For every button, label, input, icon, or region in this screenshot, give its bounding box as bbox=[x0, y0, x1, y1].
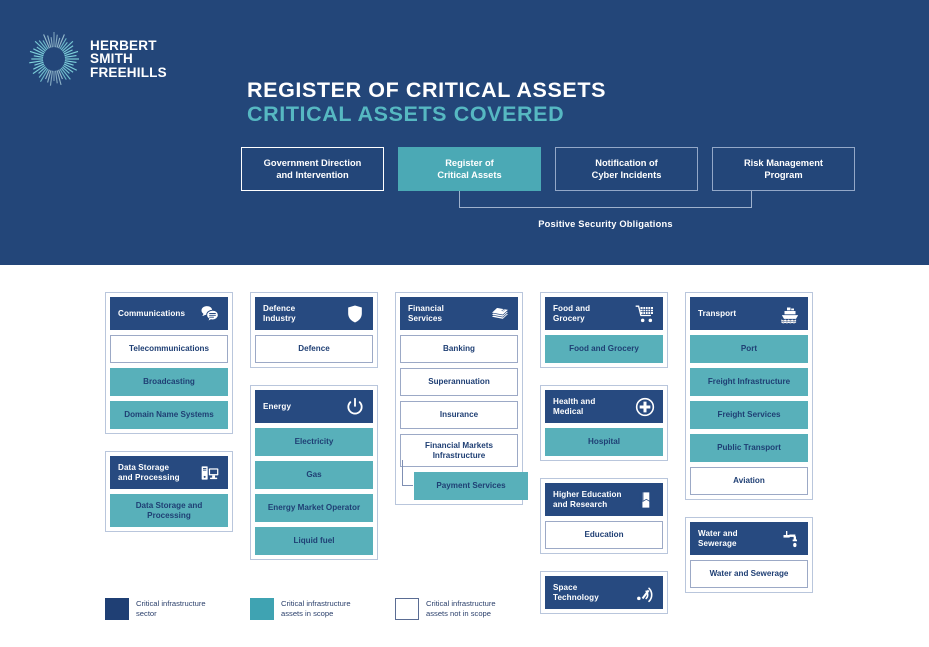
asset-item[interactable]: Energy Market Operator bbox=[255, 494, 373, 522]
satellite-icon bbox=[634, 582, 655, 603]
legend-label: Critical infrastructure sector bbox=[136, 599, 206, 618]
page-title: REGISTER OF CRITICAL ASSETS bbox=[247, 78, 607, 102]
nesting-connector bbox=[402, 460, 413, 486]
sector-title: Higher Education and Research bbox=[553, 489, 622, 509]
obligations-bracket bbox=[459, 191, 752, 208]
pillar-2[interactable]: Register of Critical Assets bbox=[398, 147, 541, 191]
asset-item[interactable]: Freight Services bbox=[690, 401, 808, 429]
sector-title: Health and Medical bbox=[553, 396, 596, 416]
money-stack-icon bbox=[489, 303, 510, 324]
asset-item[interactable]: Domain Name Systems bbox=[110, 401, 228, 429]
sector-header[interactable]: Food and Grocery bbox=[545, 297, 663, 330]
pillar-1[interactable]: Government Direction and Intervention bbox=[241, 147, 384, 191]
asset-item[interactable]: Education bbox=[545, 521, 663, 549]
sector-header[interactable]: Defence Industry bbox=[255, 297, 373, 330]
sector-header[interactable]: Space Technology bbox=[545, 576, 663, 609]
asset-item[interactable]: Payment Services bbox=[414, 472, 528, 500]
sector-title: Water and Sewerage bbox=[698, 528, 738, 548]
sector-title: Transport bbox=[698, 308, 737, 318]
legend-item: Critical infrastructure assets not in sc… bbox=[395, 598, 540, 620]
sector-title: Defence Industry bbox=[263, 303, 296, 323]
asset-item[interactable]: Electricity bbox=[255, 428, 373, 456]
shield-icon bbox=[344, 303, 365, 324]
asset-item[interactable]: Gas bbox=[255, 461, 373, 489]
legend-swatch-navy bbox=[105, 598, 129, 620]
asset-item[interactable]: Banking bbox=[400, 335, 518, 363]
asset-item[interactable]: Defence bbox=[255, 335, 373, 363]
sector-header[interactable]: Communications bbox=[110, 297, 228, 330]
legend-item: Critical infrastructure assets in scope bbox=[250, 598, 395, 620]
sector-header[interactable]: Financial Services bbox=[400, 297, 518, 330]
pillars-row: Government Direction and Intervention Reg… bbox=[241, 147, 855, 191]
sector-card: Space Technology bbox=[540, 571, 668, 614]
asset-item[interactable]: Data Storage and Processing bbox=[110, 494, 228, 527]
sector-header[interactable]: Health and Medical bbox=[545, 390, 663, 423]
asset-item[interactable]: Superannuation bbox=[400, 368, 518, 396]
pillar-4[interactable]: Risk Management Program bbox=[712, 147, 855, 191]
sector-header[interactable]: Data Storage and Processing bbox=[110, 456, 228, 489]
sector-title: Food and Grocery bbox=[553, 303, 591, 323]
pillar-3[interactable]: Notification of Cyber Incidents bbox=[555, 147, 698, 191]
tap-icon bbox=[779, 528, 800, 549]
legend-item: Critical infrastructure sector bbox=[105, 598, 250, 620]
sector-header[interactable]: Water and Sewerage bbox=[690, 522, 808, 555]
asset-item[interactable]: Hospital bbox=[545, 428, 663, 456]
sector-title: Data Storage and Processing bbox=[118, 462, 180, 482]
book-icon bbox=[634, 489, 655, 510]
brand-logo: HERBERT SMITH FREEHILLS bbox=[27, 28, 187, 90]
nested-asset-wrapper: Payment Services bbox=[400, 460, 528, 500]
sector-title: Communications bbox=[118, 308, 186, 318]
asset-item[interactable]: Liquid fuel bbox=[255, 527, 373, 555]
asset-item[interactable]: Port bbox=[690, 335, 808, 363]
sector-title: Energy bbox=[263, 401, 292, 411]
medical-cross-icon bbox=[634, 396, 655, 417]
asset-item[interactable]: Public Transport bbox=[690, 434, 808, 462]
sector-title: Financial Services bbox=[408, 303, 444, 323]
sector-header[interactable]: Higher Education and Research bbox=[545, 483, 663, 516]
page-subtitle: CRITICAL ASSETS COVERED bbox=[247, 102, 565, 126]
sector-header[interactable]: Transport bbox=[690, 297, 808, 330]
asset-item[interactable]: Water and Sewerage bbox=[690, 560, 808, 588]
speech-bubbles-icon bbox=[199, 303, 220, 324]
brand-name: HERBERT SMITH FREEHILLS bbox=[90, 38, 167, 80]
asset-item[interactable]: Telecommunications bbox=[110, 335, 228, 363]
sunburst-logo-icon bbox=[27, 32, 81, 86]
power-icon bbox=[344, 396, 365, 417]
shopping-cart-icon bbox=[634, 303, 655, 324]
sector-header[interactable]: Energy bbox=[255, 390, 373, 423]
legend-label: Critical infrastructure assets in scope bbox=[281, 599, 351, 618]
asset-item[interactable]: Insurance bbox=[400, 401, 518, 429]
ship-icon bbox=[779, 303, 800, 324]
hero-banner: HERBERT SMITH FREEHILLS REGISTER OF CRIT… bbox=[0, 0, 929, 265]
computer-icon bbox=[199, 462, 220, 483]
legend-label: Critical infrastructure assets not in sc… bbox=[426, 599, 496, 618]
legend: Critical infrastructure sector Critical i… bbox=[105, 598, 540, 620]
asset-item[interactable]: Aviation bbox=[690, 467, 808, 495]
legend-swatch-teal bbox=[250, 598, 274, 620]
obligations-label: Positive Security Obligations bbox=[538, 219, 673, 229]
asset-item[interactable]: Freight Infrastructure bbox=[690, 368, 808, 396]
asset-item[interactable]: Financial Markets Infrastructure bbox=[400, 434, 518, 467]
legend-swatch-white bbox=[395, 598, 419, 620]
title-block: REGISTER OF CRITICAL ASSETS CRITICAL ASS… bbox=[247, 78, 606, 126]
asset-item[interactable]: Food and Grocery bbox=[545, 335, 663, 363]
asset-item[interactable]: Broadcasting bbox=[110, 368, 228, 396]
sector-title: Space Technology bbox=[553, 582, 599, 602]
